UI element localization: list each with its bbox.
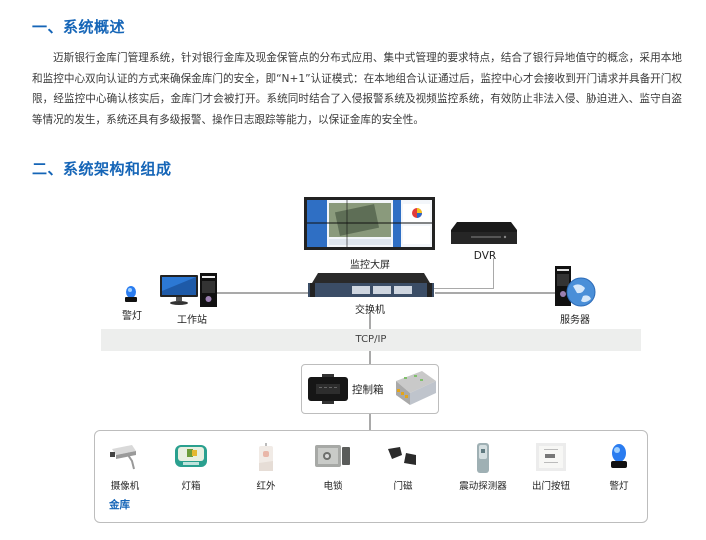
vibration-detector-icon <box>477 443 489 473</box>
alarm-light-icon <box>124 285 138 303</box>
dvr-icon <box>451 222 517 246</box>
device-label: 灯箱 <box>181 481 201 492</box>
device-label: 红外 <box>256 481 276 492</box>
device-door-magnet: 门磁 <box>373 443 433 492</box>
overview-paragraph: 迈斯银行金库门管理系统，针对银行金库及现金保管点的分布式应用、集中式管理的要求特… <box>32 52 682 126</box>
vault-label: 金库 <box>109 499 130 511</box>
connector-line <box>369 414 371 430</box>
camera-icon <box>110 445 136 470</box>
control-box-label: 控制箱 <box>352 384 384 396</box>
network-switch-icon <box>308 273 434 299</box>
device-infrared: 红外 <box>236 443 296 492</box>
dvr-label: DVR <box>473 250 497 262</box>
device-vibration-detector: 震动探测器 <box>453 443 513 492</box>
exit-button-icon <box>536 443 566 471</box>
video-wall-icon <box>304 197 435 250</box>
device-alarm-light: 警灯 <box>589 443 649 492</box>
workstation-icon <box>160 273 218 307</box>
tcp-ip-network-band: TCP/IP <box>101 329 641 351</box>
control-box-panel: 控制箱 <box>301 364 439 414</box>
lightbox-icon <box>175 445 207 467</box>
connector-line <box>432 288 494 289</box>
alarm-light-top-label: 警灯 <box>122 311 142 322</box>
device-electric-lock: 电锁 <box>303 443 363 492</box>
vault-devices-panel: 摄像机 灯箱 红外 电锁 <box>94 430 648 523</box>
connector-line <box>215 292 315 294</box>
section-title-architecture: 二、系统架构和组成 <box>32 160 172 178</box>
switch-label: 交换机 <box>355 305 385 316</box>
connector-line <box>435 292 570 294</box>
server-label: 服务器 <box>560 315 590 326</box>
device-label: 电锁 <box>323 481 343 492</box>
workstation-label: 工作站 <box>177 315 207 326</box>
device-label: 警灯 <box>609 481 629 492</box>
device-label: 摄像机 <box>110 481 140 492</box>
connector-line <box>369 351 371 364</box>
device-label: 门磁 <box>393 481 413 492</box>
alarm-light-icon <box>611 444 627 468</box>
video-wall-label: 监控大屏 <box>350 260 390 271</box>
device-exit-button: 出门按钮 <box>521 443 581 492</box>
power-supply-icon <box>392 371 436 409</box>
connector-line <box>369 312 371 329</box>
section-title-overview: 一、系统概述 <box>32 18 126 36</box>
device-lightbox: 灯箱 <box>161 443 221 492</box>
infrared-sensor-icon <box>259 443 273 471</box>
device-label: 出门按钮 <box>531 481 570 492</box>
device-camera: 摄像机 <box>95 443 155 492</box>
server-icon <box>555 266 597 308</box>
connector-line <box>493 258 494 289</box>
device-label: 震动探测器 <box>459 481 507 492</box>
electric-lock-icon <box>315 445 350 467</box>
controller-unit-icon <box>308 374 348 404</box>
door-magnet-icon <box>388 447 416 465</box>
